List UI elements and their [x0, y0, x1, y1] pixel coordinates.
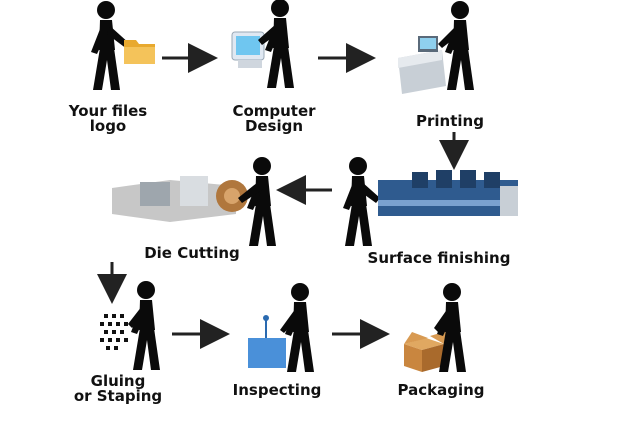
label-line: Surface finishing — [367, 249, 511, 267]
step-printing-figure — [438, 1, 474, 90]
label-line: Your files — [68, 102, 148, 120]
printer-icon — [398, 36, 446, 94]
step-inspect-figure — [280, 283, 314, 372]
label-line: or Staping — [73, 387, 163, 405]
label-line: Computer — [232, 102, 316, 120]
step-design-figure — [258, 0, 294, 88]
label-line: Printing — [416, 112, 484, 130]
step-diecut-figure — [238, 157, 276, 246]
step-files-label: Your files logo — [58, 104, 158, 134]
step-printing-label: Printing — [400, 113, 500, 129]
label-line: Inspecting — [232, 381, 322, 399]
step-design-label: Computer Design — [224, 104, 324, 134]
step-surface-label: Surface finishing — [356, 250, 522, 266]
folder-icon — [124, 40, 155, 64]
step-gluing-label: Gluing or Staping — [68, 374, 168, 404]
step-inspect-label: Inspecting — [222, 382, 332, 398]
label-line: Gluing — [90, 372, 146, 390]
step-diecut-label: Die Cutting — [134, 245, 250, 261]
label-line: Design — [244, 117, 304, 135]
step-surface-figure — [343, 157, 380, 246]
inspection-box-icon — [248, 315, 286, 368]
step-gluing-figure — [128, 281, 160, 370]
die-cutting-machine-icon — [112, 176, 248, 222]
glue-dots-icon — [100, 314, 128, 350]
step-packaging-label: Packaging — [386, 382, 496, 398]
label-line: Packaging — [397, 381, 485, 399]
label-line: logo — [89, 117, 127, 135]
label-line: Die Cutting — [144, 244, 240, 262]
step-packaging-figure — [434, 283, 466, 372]
computer-icon — [231, 31, 265, 68]
offset-press-icon — [378, 170, 518, 216]
